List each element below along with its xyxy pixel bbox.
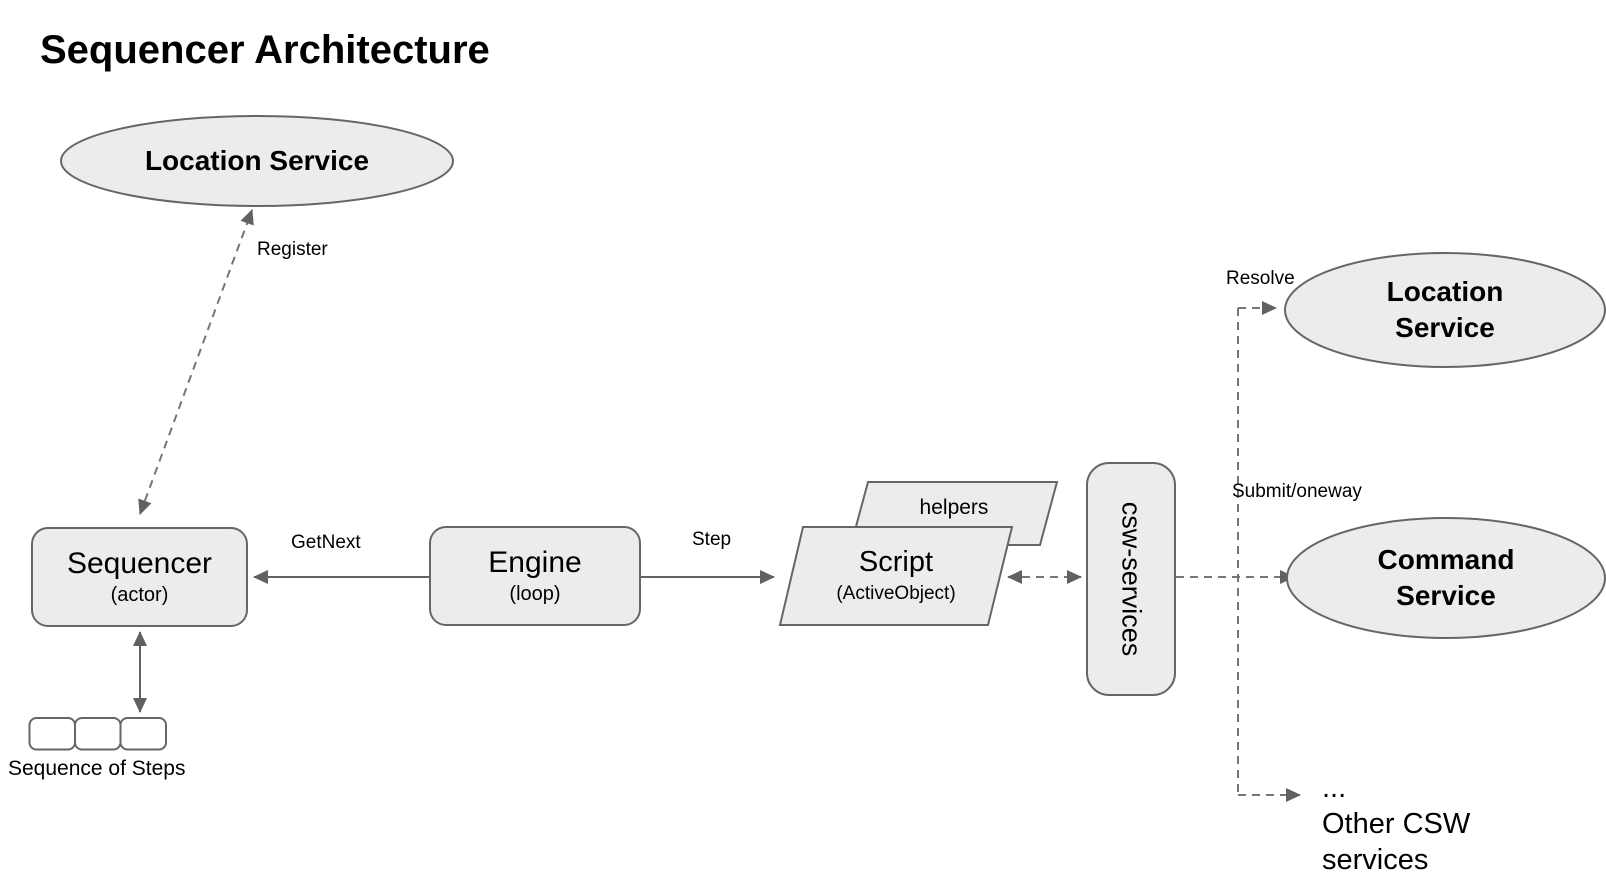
sequencer-title: Sequencer (66, 546, 213, 580)
sequencer-box (31, 527, 248, 627)
script-title: Script (858, 546, 934, 579)
step-square-1 (28, 717, 76, 751)
csw-services-label: csw-services (1116, 501, 1147, 657)
getnext-label: GetNext (291, 532, 361, 553)
script-parallelogram (778, 526, 1014, 626)
engine-label: Engine (loop) (430, 527, 640, 625)
engine-title: Engine (488, 545, 582, 579)
sequencer-subtitle: (actor) (110, 584, 169, 607)
location-service-top-label: Location Service (144, 144, 370, 176)
resolve-label: Resolve (1226, 268, 1295, 289)
other-csw-ellipsis: ... (1322, 772, 1347, 804)
register-arrow (138, 209, 254, 515)
sequencer-label: Sequencer (actor) (32, 528, 247, 626)
location-service-top-ellipse (60, 115, 454, 207)
step-square-3 (119, 717, 167, 751)
command-service-ellipse (1286, 517, 1606, 639)
helpers-label: helpers (919, 496, 989, 519)
register-label: Register (257, 239, 328, 260)
engine-box (429, 526, 641, 626)
other-csw-label: Other CSW services (1322, 808, 1471, 877)
step-square-2 (74, 717, 122, 751)
csw-services-box (1086, 462, 1176, 696)
step-label: Step (692, 529, 732, 550)
submit-oneway-label: Submit/oneway (1232, 481, 1362, 502)
location-service-right-ellipse (1284, 252, 1606, 368)
script-label: Script (ActiveObject) (780, 527, 1012, 625)
sequence-of-steps-label: Sequence of Steps (8, 757, 186, 780)
command-service-label: Command Service (1377, 543, 1515, 611)
page-title: Sequencer Architecture (40, 28, 490, 72)
engine-subtitle: (loop) (509, 583, 561, 606)
location-service-right-label: Location Service (1386, 275, 1504, 343)
script-subtitle: (ActiveObject) (836, 582, 956, 604)
